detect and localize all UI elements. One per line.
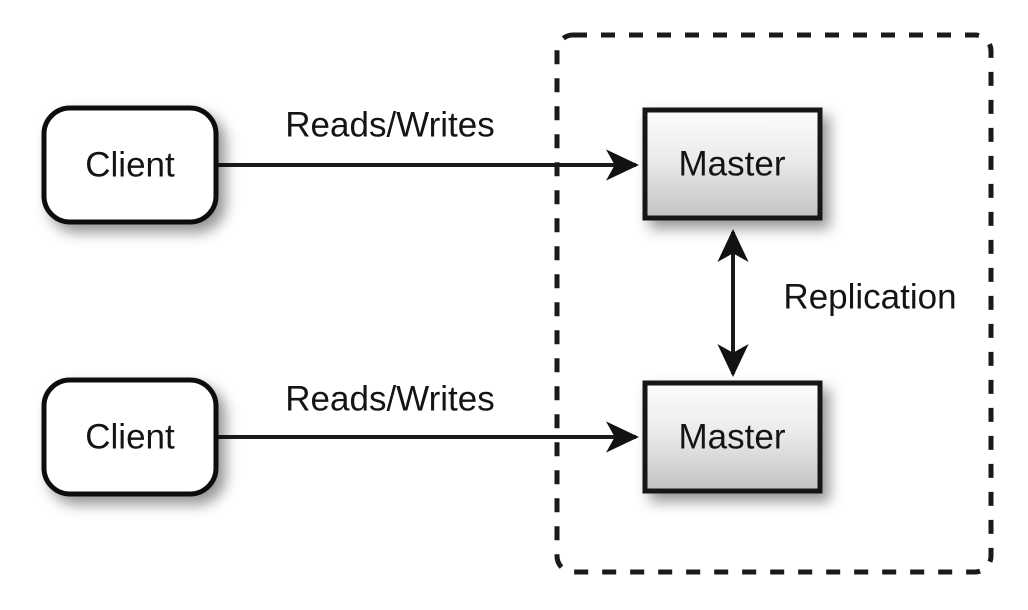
replication-cluster-boundary xyxy=(554,32,994,575)
master-node-bottom[interactable] xyxy=(642,380,823,494)
edge-label-replication: Replication xyxy=(783,277,956,316)
master-node-top-shape[interactable] xyxy=(642,107,823,221)
edge-reads-writes-bottom: Reads/Writes xyxy=(216,379,639,453)
client-node-top[interactable] xyxy=(41,105,219,225)
master-node-top[interactable] xyxy=(642,107,823,221)
edge-reads-writes-top: Reads/Writes xyxy=(216,105,639,181)
client-node-top-label: Client xyxy=(85,145,175,184)
master-node-bottom-shape[interactable] xyxy=(642,380,823,494)
edge-replication: Replication xyxy=(717,229,957,377)
client-node-bottom-shape[interactable] xyxy=(41,377,219,497)
client-node-bottom-label: Client xyxy=(85,417,175,456)
master-node-top-label: Master xyxy=(679,144,786,183)
edge-label-reads-writes-top: Reads/Writes xyxy=(285,105,494,144)
client-node-bottom[interactable] xyxy=(41,377,219,497)
master-node-bottom-label: Master xyxy=(679,417,786,456)
client-node-top-shape[interactable] xyxy=(41,105,219,225)
edge-label-reads-writes-bottom: Reads/Writes xyxy=(285,379,494,418)
cluster-boundary-rect xyxy=(554,32,994,575)
